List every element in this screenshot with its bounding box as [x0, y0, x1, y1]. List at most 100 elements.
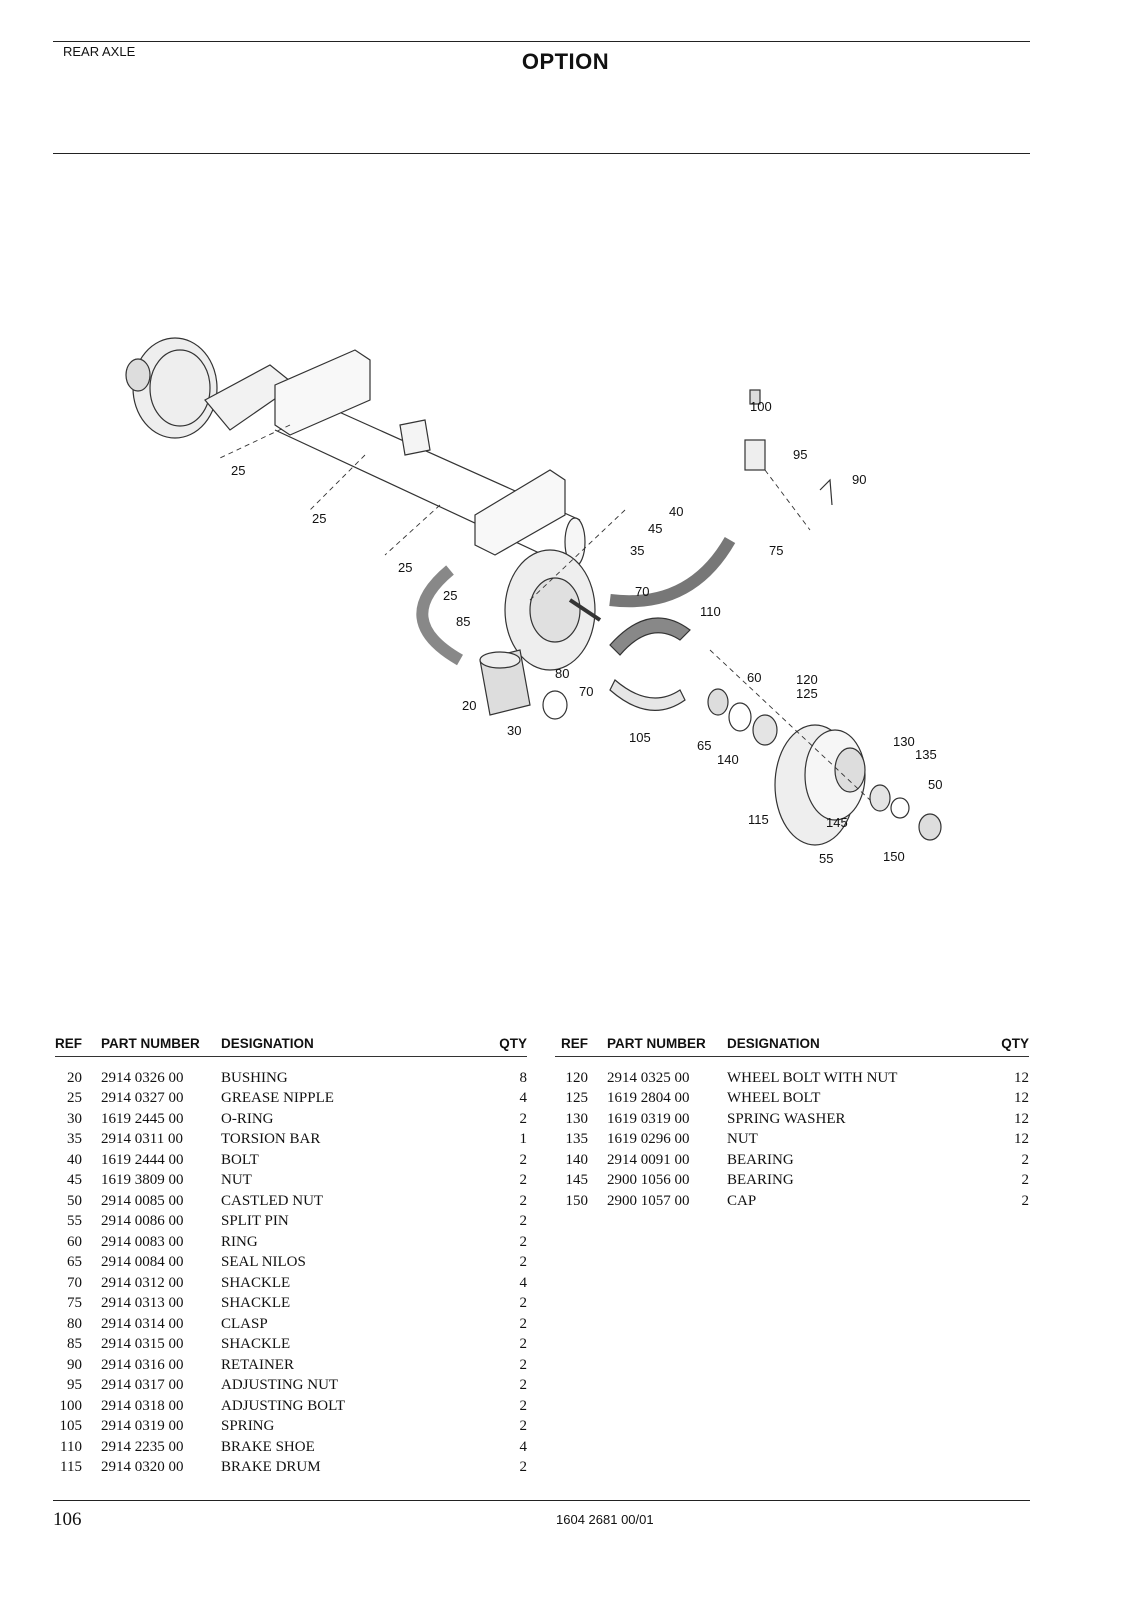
- cell-part-number: 2914 2235 00: [101, 1438, 184, 1455]
- cell-spacer: [82, 1355, 101, 1376]
- callout-145: 145: [826, 815, 848, 830]
- cell-qty: 2: [519, 1459, 528, 1476]
- cell-designation: CASTLED NUT: [221, 1192, 324, 1209]
- cell-designation: CLASP: [221, 1315, 268, 1332]
- cell-designation: SHACKLE: [221, 1336, 291, 1353]
- cell-qty: 12: [1014, 1110, 1029, 1127]
- cell-spacer: [82, 1130, 101, 1151]
- col-header-ref: REF: [555, 1034, 588, 1057]
- cell-spacer: [588, 1171, 607, 1192]
- callout-105: 105: [629, 730, 651, 745]
- cell-ref: 40: [67, 1151, 82, 1168]
- cell-spacer: [82, 1294, 101, 1315]
- col-header-designation: DESIGNATION: [727, 1034, 993, 1057]
- cell-designation: BOLT: [221, 1151, 259, 1168]
- cell-part-number: 2914 0316 00: [101, 1356, 184, 1373]
- cell-designation: SPLIT PIN: [221, 1213, 289, 1230]
- callout-140: 140: [717, 752, 739, 767]
- cell-ref: 100: [59, 1397, 83, 1414]
- callout-25c: 25: [398, 560, 412, 575]
- cell-spacer: [82, 1212, 101, 1233]
- cell-qty: 2: [519, 1110, 528, 1127]
- callout-110: 110: [700, 604, 721, 619]
- cell-ref: 50: [67, 1192, 82, 1209]
- cell-ref: 70: [67, 1274, 82, 1291]
- cell-designation: BUSHING: [221, 1069, 288, 1086]
- cell-part-number: 2900 1056 00: [607, 1172, 690, 1189]
- cell-ref: 125: [565, 1090, 589, 1107]
- cell-qty: 2: [519, 1315, 528, 1332]
- cell-spacer: [82, 1191, 101, 1212]
- callout-70: 70: [635, 584, 649, 599]
- cell-part-number: 2914 0312 00: [101, 1274, 184, 1291]
- cell-part-number: 2914 0318 00: [101, 1397, 184, 1414]
- cell-ref: 80: [67, 1315, 82, 1332]
- cell-ref: 115: [60, 1459, 82, 1476]
- callout-95: 95: [793, 447, 807, 462]
- cell-part-number: 2914 0313 00: [101, 1295, 184, 1312]
- col-header-part-number: PART NUMBER: [607, 1034, 727, 1057]
- callout-150: 150: [883, 849, 905, 864]
- cell-spacer: [82, 1437, 101, 1458]
- cell-designation: GREASE NIPPLE: [221, 1090, 334, 1107]
- callout-75: 75: [769, 543, 783, 558]
- cell-designation: RETAINER: [221, 1356, 294, 1373]
- cell-qty: 2: [519, 1172, 528, 1189]
- cell-part-number: 2914 0325 00: [607, 1069, 690, 1086]
- cell-qty: 2: [519, 1356, 528, 1373]
- cell-spacer: [588, 1089, 607, 1110]
- cell-designation: WHEEL BOLT: [727, 1090, 821, 1107]
- right-brake-drum: [774, 724, 866, 846]
- cell-spacer: [82, 1417, 101, 1438]
- col-header-qty: QTY: [993, 1034, 1029, 1057]
- table-row: 90 2914 0316 00 RETAINER 2: [55, 1355, 527, 1376]
- cell-part-number: 2914 0317 00: [101, 1377, 184, 1394]
- cell-ref: 110: [60, 1438, 82, 1455]
- callout-30: 30: [507, 723, 521, 738]
- cell-qty: 4: [519, 1090, 528, 1107]
- o-ring: [542, 690, 568, 720]
- table-header-row: REF PART NUMBER DESIGNATION QTY: [55, 1034, 527, 1057]
- cell-designation: CAP: [727, 1192, 757, 1209]
- col-header-designation: DESIGNATION: [221, 1034, 479, 1057]
- cell-spacer: [82, 1396, 101, 1417]
- bushing: [479, 649, 531, 716]
- cell-designation: SHACKLE: [221, 1274, 291, 1291]
- cell-spacer: [588, 1150, 607, 1171]
- footer-rule: [53, 1500, 1030, 1501]
- left-brake-drum: [125, 337, 218, 439]
- cell-ref: 145: [565, 1172, 589, 1189]
- callout-130: 130: [893, 734, 915, 749]
- cell-designation: WHEEL BOLT WITH NUT: [727, 1069, 898, 1086]
- cell-spacer: [82, 1057, 101, 1089]
- cell-spacer: [82, 1458, 101, 1479]
- brake-backing-plate: [504, 549, 602, 671]
- cell-part-number: 2914 0315 00: [101, 1336, 184, 1353]
- cell-designation: SPRING WASHER: [727, 1110, 846, 1127]
- cell-ref: 90: [67, 1356, 82, 1373]
- cell-qty: 2: [519, 1192, 528, 1209]
- cell-designation: O-RING: [221, 1110, 274, 1127]
- cell-part-number: 2914 0084 00: [101, 1254, 184, 1271]
- cell-qty: 2: [519, 1151, 528, 1168]
- cell-qty: 12: [1014, 1090, 1029, 1107]
- callout-35: 35: [630, 543, 644, 558]
